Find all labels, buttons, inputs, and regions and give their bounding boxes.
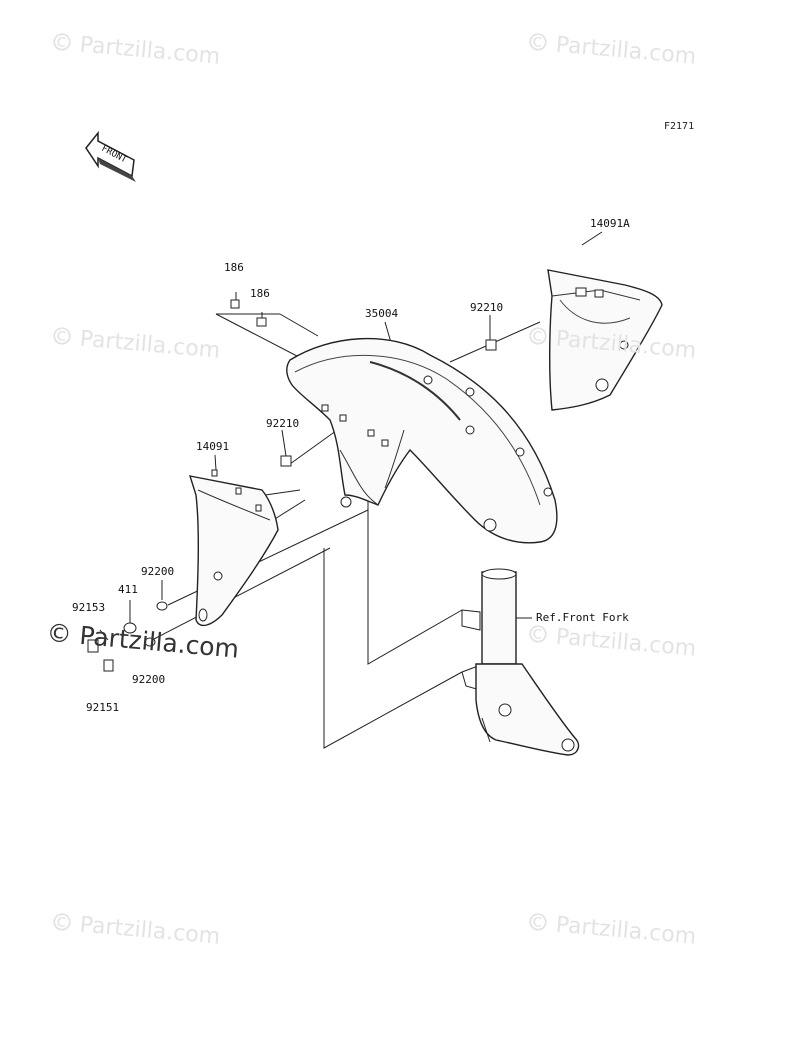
side-cover-left: [188, 469, 279, 627]
part-label: 92200: [141, 565, 175, 578]
part-label: 14091A: [590, 217, 630, 230]
part-label: 186: [224, 261, 244, 274]
watermark-marks: [53, 33, 547, 931]
part-label: 92210: [266, 417, 300, 430]
part-label: 92200: [132, 673, 166, 686]
part-label: 411: [118, 583, 138, 596]
front-fork: [461, 568, 580, 756]
part-label: 92153: [72, 601, 106, 614]
fasteners: [87, 299, 497, 672]
part-label: 35004: [365, 307, 399, 320]
side-cover-right: [547, 269, 663, 411]
front-arrow-icon: FRONT: [85, 130, 136, 182]
ref-front-fork-label: Ref.Front Fork: [536, 611, 629, 624]
part-label: 92210: [470, 301, 504, 314]
part-label: 186: [250, 287, 270, 300]
figure-code: F2171: [664, 121, 695, 132]
front-fender: [286, 337, 558, 544]
part-label: 14091: [196, 440, 230, 453]
part-label: 92151: [86, 701, 120, 714]
